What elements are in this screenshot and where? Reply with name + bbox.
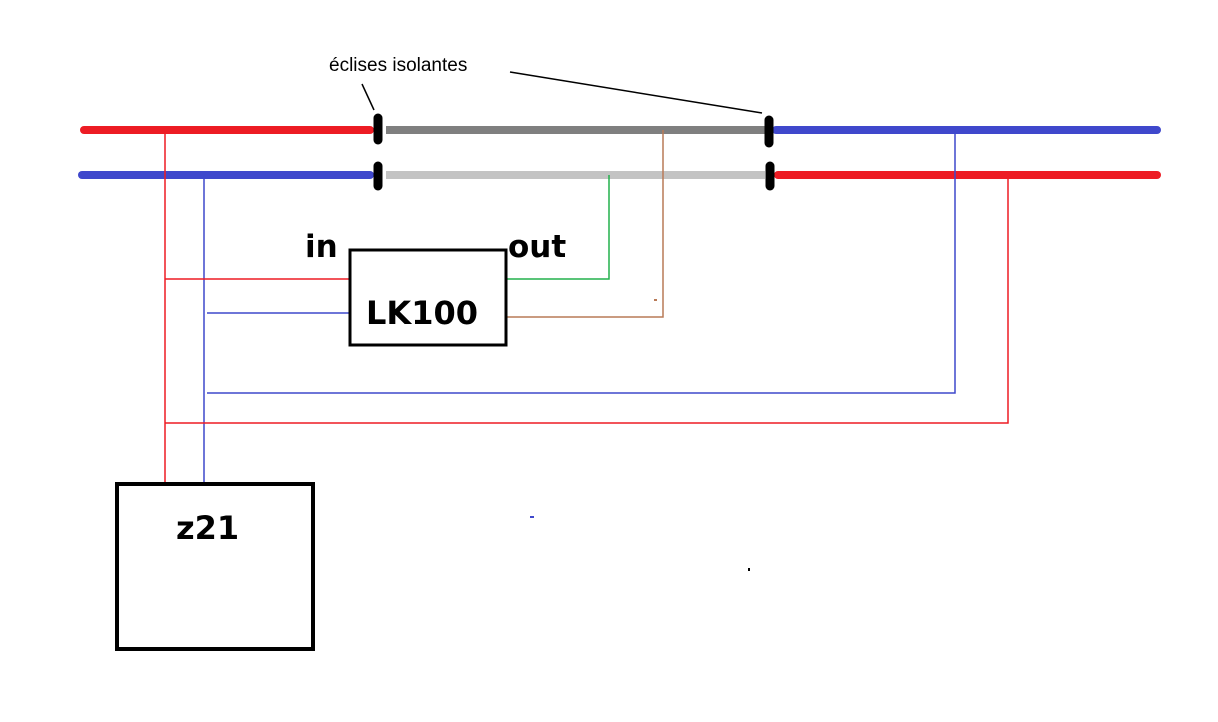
leader-line-left <box>361 83 375 111</box>
out-label: out <box>508 229 566 265</box>
wire-blue-right-rail <box>207 130 956 394</box>
stray-dot-blue <box>530 516 534 518</box>
z21-label: z21 <box>176 509 239 547</box>
insulating-joints-label: éclises isolantes <box>329 55 467 76</box>
lk100-box <box>348 248 508 347</box>
wire-red-right-rail <box>165 175 1009 424</box>
in-label: in <box>305 229 338 265</box>
z21-box <box>115 482 315 651</box>
stray-dot-black <box>748 568 750 571</box>
stray-dot-brown <box>654 299 657 301</box>
leader-line-right <box>509 71 763 114</box>
wire-brown-lk100-out <box>506 130 664 318</box>
wire-green-lk100-out <box>506 175 610 280</box>
lk100-label: LK100 <box>366 294 478 332</box>
